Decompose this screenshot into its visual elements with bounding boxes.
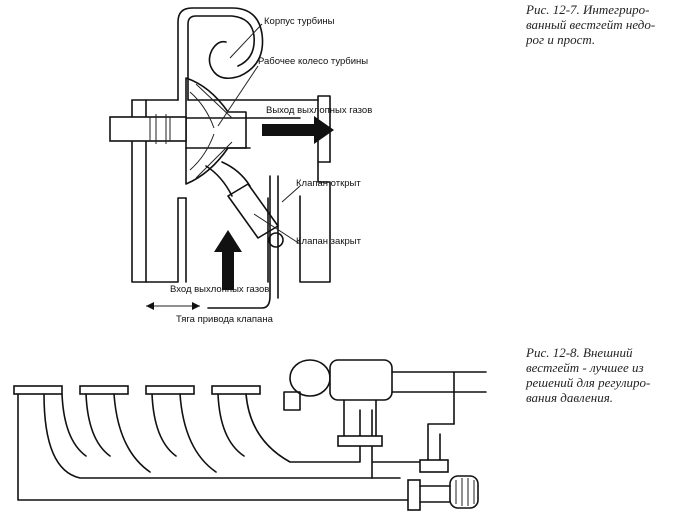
turbo-housing: [329, 359, 393, 401]
manifold-flange-2: [79, 385, 129, 395]
manifold-flange-4: [211, 385, 261, 395]
manifold-runners: [17, 393, 411, 501]
figure-12-8-caption: Рис. 12-8. Внешний вестгейт - лучшее из …: [526, 345, 690, 405]
label-turbine-housing: Корпус турбины: [264, 16, 335, 27]
caption-line: Рис. 12-8. Внешний: [526, 345, 633, 360]
turbine-housing: [177, 7, 264, 101]
manifold-flange-3: [145, 385, 195, 395]
label-exhaust-in: Вход выхлопных газов: [170, 284, 269, 295]
caption-line: вестгейт - лучшее из: [526, 360, 644, 375]
caption-line: Рис. 12-7. Интегриро-: [526, 2, 650, 17]
label-actuator-rod: Тяга привода клапана: [176, 314, 274, 325]
label-valve-closed: Клапан закрыт: [296, 236, 362, 247]
turbo-compressor: [289, 359, 331, 397]
external-wastegate: [419, 459, 449, 473]
valve-pivot: [268, 232, 284, 248]
label-valve-open: Клапан открыт: [296, 178, 361, 189]
caption-line: решений для регулиро-: [526, 375, 651, 390]
exhaust-in-arrow: [214, 230, 242, 290]
wastegate-actuator: [449, 475, 479, 509]
wastegate-port: [407, 479, 421, 511]
housing-body: [131, 95, 331, 163]
caption-line: рог и прост.: [526, 32, 596, 47]
downpipe: [391, 371, 487, 425]
exhaust-out-arrow: [262, 116, 334, 144]
integrated-wastegate-figure: Корпус турбины Рабочее колесо турбины Вы…: [109, 7, 372, 325]
caption-line: ванный вестгейт недо-: [526, 17, 656, 32]
turbine-shaft: [109, 116, 187, 142]
label-turbine-wheel: Рабочее колесо турбины: [258, 56, 368, 67]
manifold-flange-1: [13, 385, 63, 395]
actuator-rod: [207, 175, 279, 309]
caption-line: вания давления.: [526, 390, 614, 405]
external-wastegate-figure: [13, 359, 487, 511]
figure-12-7-caption: Рис. 12-7. Интегриро- ванный вестгейт не…: [526, 2, 690, 47]
turbine-wheel: [185, 77, 247, 185]
label-exhaust-out: Выход выхлопных газов: [266, 105, 372, 116]
turbo-flange: [337, 435, 383, 447]
